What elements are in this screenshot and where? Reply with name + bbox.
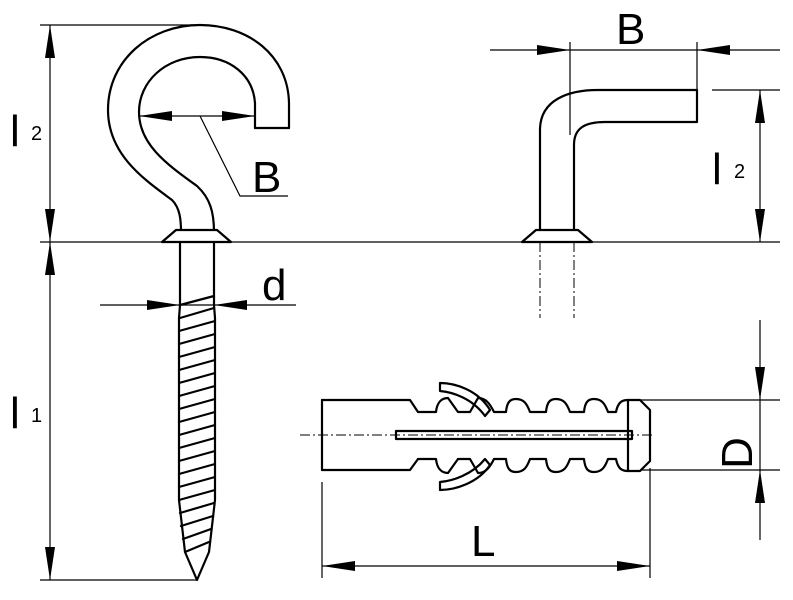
screw-l1-subscript: 1 — [31, 405, 42, 427]
angle-l2-dimension: l 2 — [600, 89, 780, 243]
hook-b-label: B — [252, 153, 281, 202]
hook-l2-dimension: l 2 — [10, 24, 200, 242]
screw-l1-dimension: l 1 — [10, 242, 197, 581]
dowel-l-dimension: L — [321, 468, 651, 578]
hook-l2-label: l — [10, 107, 20, 156]
screw-d-label: d — [262, 261, 286, 310]
hook-l2-subscript: 2 — [31, 123, 42, 145]
dowel-d-label: D — [713, 437, 762, 469]
wall-plug-part — [300, 381, 655, 492]
angle-hook-part — [520, 88, 699, 318]
cup-hook-part — [106, 23, 291, 582]
screw-l1-label: l — [10, 389, 20, 438]
angle-l2-label: l — [712, 145, 722, 194]
screw-d-dimension: d — [100, 261, 296, 310]
dowel-d-dimension: D — [640, 320, 780, 540]
angle-l2-subscript: 2 — [734, 161, 745, 183]
angle-b-label: B — [616, 5, 645, 54]
dowel-l-label: L — [471, 517, 495, 566]
angle-b-dimension: B — [490, 5, 780, 135]
hook-b-dimension: B — [139, 111, 288, 202]
